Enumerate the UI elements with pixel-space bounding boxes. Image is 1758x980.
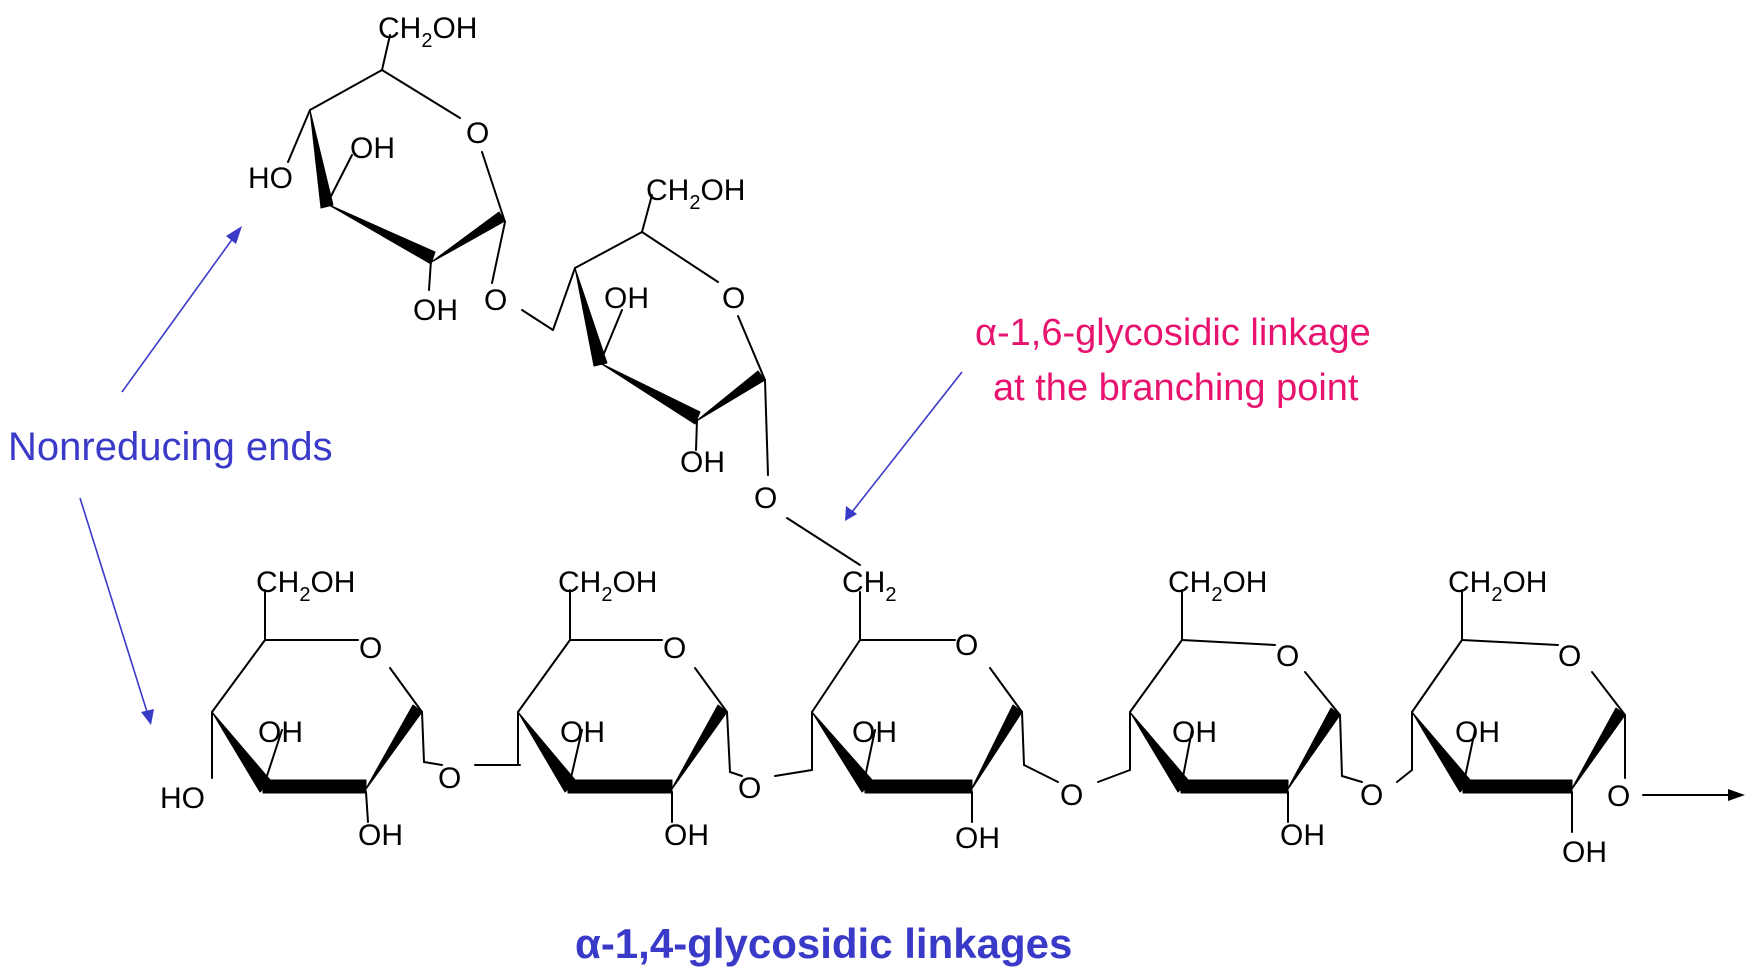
chain-continuation-arrowhead [1728,789,1745,801]
upper-branch-glucose-1 [287,34,506,291]
ho-label: HO [248,162,293,195]
ring-oxygen-label: O [466,117,489,150]
bridge-oxygen-label: O [1360,779,1383,812]
ring-oxygen-label: O [955,629,978,662]
main-chain-glucose-2 [517,589,743,823]
upper-branch-glucose-2 [521,194,769,476]
bridge-oxygen-label: O [1060,779,1083,812]
ch2oh-label: CH2OH [1448,566,1547,606]
ch2-label: CH2 [842,566,896,606]
oh-label: OH [258,716,303,749]
bridge-oxygen-label: O [754,482,777,515]
ch2oh-label: CH2OH [1168,566,1267,606]
main-chain-glucose-5 [1411,589,1626,833]
oh-label: OH [664,819,709,852]
ring-oxygen-label: O [1558,640,1581,673]
annotation-arrows [79,226,963,725]
bridge-o4-bond [1396,769,1413,783]
arrow-to-upper-end [121,233,237,393]
ch2oh-label: CH2OH [646,174,745,214]
main-chain-glucose-4 [1129,589,1363,823]
oh-label: OH [1280,819,1325,852]
oh-label: OH [1172,716,1217,749]
oh-label: OH [560,716,605,749]
arrow-head-upper [226,226,242,244]
arrow-to-lower-end [79,497,149,716]
ch2oh-label: CH2OH [378,12,477,52]
ch2oh-label: CH2OH [256,566,355,606]
ring-oxygen-label: O [663,632,686,665]
branch-linkage-label-line1: α-1,6-glycosidic linkage [975,312,1371,354]
upper-branch-atom-labels: CH2OH O HO OH OH O CH2OH O OH OH O [248,12,777,515]
ring-oxygen-label: O [722,282,745,315]
bridge-oxygen-label: O [1607,780,1630,813]
oh-label: OH [852,716,897,749]
main-chain-atom-labels: CH2OH O HO OH OH O CH2OH O OH OH O CH2 O… [160,566,1630,869]
oh-label: OH [413,294,458,327]
ch2oh-label: CH2OH [558,566,657,606]
oh-label: OH [680,446,725,479]
oh-label: OH [358,819,403,852]
bridge-oxygen-label: O [484,284,507,317]
nonreducing-ends-label: Nonreducing ends [8,425,333,469]
oh-label: OH [1562,836,1607,869]
arrow-head-branch [845,506,857,521]
main-chain-glucose-1 [211,589,443,823]
ring-oxygen-label: O [359,632,382,665]
bridge-oxygen-label: O [738,772,761,805]
ring-oxygen-label: O [1276,640,1299,673]
oh-label: OH [604,282,649,315]
arrow-head-lower [141,709,154,725]
bridge-o2-bond [774,769,813,777]
arrow-to-branch-point [851,371,963,513]
oh-label: OH [955,822,1000,855]
branch-linkage-bond [786,517,861,566]
oh-label: OH [350,132,395,165]
oh-label: OH [1455,716,1500,749]
ho-label: HO [160,782,205,815]
bridge-o3-bond [1097,769,1131,783]
branch-linkage-label-line2: at the branching point [993,367,1359,409]
alpha-1-4-linkages-label: α-1,4-glycosidic linkages [575,920,1072,967]
bridge-oxygen-label: O [438,762,461,795]
main-chain-glucose-3-branch-point [811,591,1059,823]
